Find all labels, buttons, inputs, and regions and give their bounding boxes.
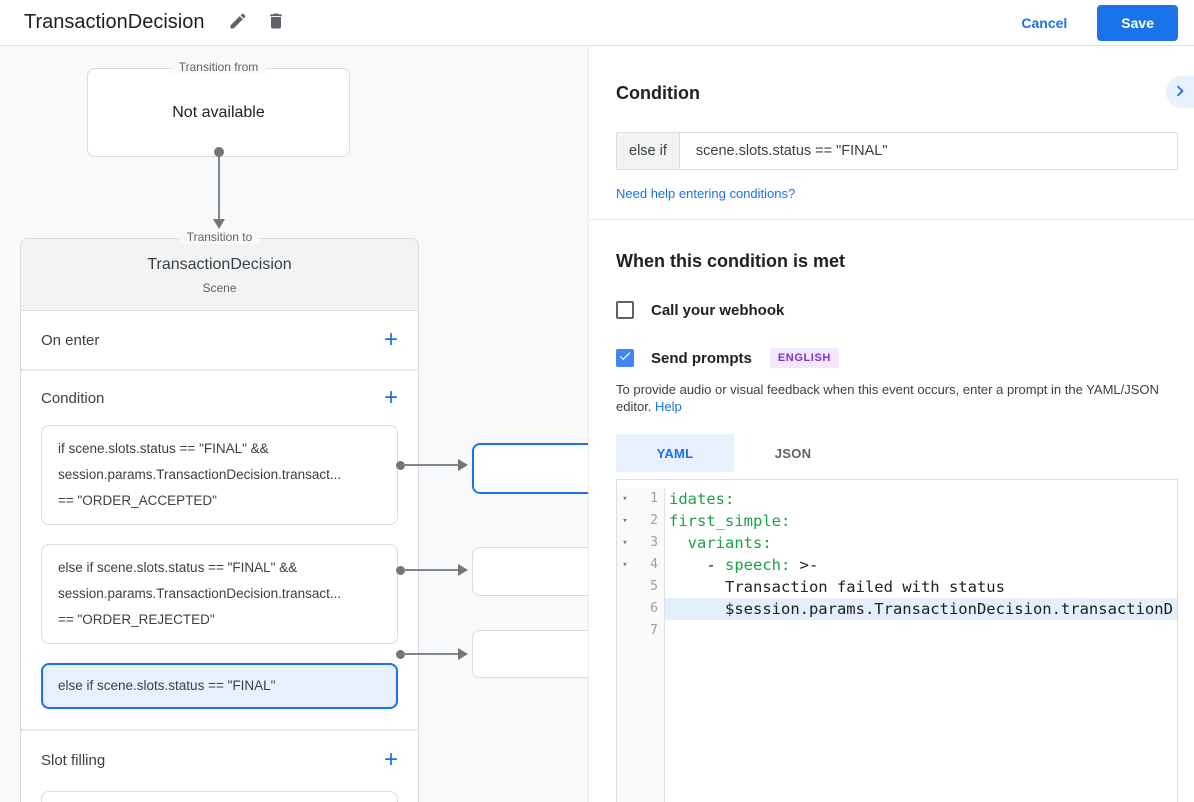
- condition-card-rejected[interactable]: else if scene.slots.status == "FINAL" &&…: [41, 544, 398, 644]
- webhook-checkbox[interactable]: [616, 301, 634, 319]
- scene-type-label: Scene: [202, 281, 237, 295]
- connector-dot: [396, 566, 405, 575]
- condition-prefix: else if: [617, 133, 680, 169]
- code-line: 7: [617, 620, 1177, 642]
- fold-toggle-icon[interactable]: ▾: [617, 532, 633, 554]
- transition-from-value: Not available: [172, 103, 265, 121]
- panel-title: Condition: [616, 83, 700, 103]
- connector-dot: [396, 461, 405, 470]
- transition-from-box[interactable]: Transition from Not available: [87, 60, 350, 157]
- connector-line: [403, 464, 459, 466]
- chevron-right-icon: [1169, 80, 1191, 105]
- fold-toggle-icon[interactable]: ▾: [617, 554, 633, 576]
- tab-yaml[interactable]: YAML: [616, 434, 734, 472]
- condition-card-final-selected[interactable]: else if scene.slots.status == "FINAL": [41, 663, 398, 709]
- send-prompts-checkbox[interactable]: [616, 349, 634, 367]
- collapse-panel-button[interactable]: [1166, 76, 1194, 108]
- slot-filling-section: Slot filling +: [21, 731, 418, 789]
- condition-section: Condition +: [21, 371, 418, 425]
- on-enter-section: On enter +: [21, 311, 418, 369]
- arrow-right-icon: [458, 564, 468, 576]
- code-line: 5 Transaction failed with status: [617, 576, 1177, 598]
- trash-icon: [266, 11, 286, 34]
- webhook-label: Call your webhook: [651, 301, 785, 319]
- connector-dot: [214, 147, 224, 157]
- help-link[interactable]: Help: [655, 399, 682, 414]
- check-icon: [618, 349, 632, 368]
- tab-json[interactable]: JSON: [774, 445, 812, 461]
- slot-validation-card[interactable]: Slot validation: [41, 791, 398, 802]
- connector-dot: [396, 650, 405, 659]
- scene-card: Transition to TransactionDecision Scene …: [20, 230, 419, 802]
- delete-scene-button[interactable]: [262, 9, 290, 37]
- yaml-code-editor[interactable]: ▾ 1 idates: ▾ 2 first_simple: ▾ 3 varian…: [616, 479, 1178, 802]
- linked-prompt-box[interactable]: [472, 630, 588, 678]
- code-line: ▾ 2 first_simple:: [617, 510, 1177, 532]
- line-number: 1: [633, 488, 665, 510]
- page-title: TransactionDecision: [24, 11, 205, 33]
- divider: [589, 219, 1194, 220]
- add-on-enter-button[interactable]: +: [383, 326, 398, 353]
- arrow-right-icon: [458, 648, 468, 660]
- line-number: 2: [633, 510, 665, 532]
- pencil-icon: [228, 11, 248, 34]
- condition-label: Condition: [41, 389, 105, 407]
- editor-tab-bar: YAML JSON: [616, 434, 1178, 472]
- condition-card-accepted[interactable]: if scene.slots.status == "FINAL" && sess…: [41, 425, 398, 525]
- prompt-description: To provide audio or visual feedback when…: [616, 381, 1178, 415]
- edit-scene-button[interactable]: [224, 9, 252, 37]
- condition-list: if scene.slots.status == "FINAL" && sess…: [21, 425, 418, 709]
- add-condition-button[interactable]: +: [383, 384, 398, 411]
- line-number: 4: [633, 554, 665, 576]
- condition-expression-input[interactable]: scene.slots.status == "FINAL": [695, 143, 888, 159]
- on-enter-label: On enter: [41, 331, 100, 349]
- header-actions: Cancel Save: [1021, 0, 1178, 46]
- arrow-down-icon: [213, 219, 225, 229]
- code-line: ▾ 4 - speech: >-: [617, 554, 1177, 576]
- line-number: 6: [633, 598, 665, 620]
- code-line: ▾ 1 idates:: [617, 488, 1177, 510]
- language-badge: ENGLISH: [769, 348, 839, 368]
- cancel-button[interactable]: Cancel: [1021, 15, 1068, 31]
- fold-toggle-icon[interactable]: ▾: [617, 510, 633, 532]
- connector-line: [218, 156, 220, 220]
- scene-flow-canvas: Transition from Not available Transition…: [0, 46, 588, 802]
- scene-card-header: TransactionDecision Scene: [21, 239, 418, 311]
- send-prompts-row: Send prompts ENGLISH: [616, 348, 1178, 368]
- connector-line: [403, 569, 459, 571]
- divider: [21, 729, 418, 731]
- arrow-right-icon: [458, 459, 468, 471]
- condition-editor-panel: Condition else if scene.slots.status == …: [588, 46, 1194, 802]
- save-button[interactable]: Save: [1097, 5, 1178, 41]
- top-header: TransactionDecision Cancel Save: [0, 0, 1194, 46]
- line-number: 3: [633, 532, 665, 554]
- code-line: ▾ 3 variants:: [617, 532, 1177, 554]
- transition-to-legend: Transition to: [178, 230, 261, 244]
- slot-filling-label: Slot filling: [41, 751, 106, 769]
- line-number: 5: [633, 576, 665, 598]
- prompt-description-text: To provide audio or visual feedback when…: [616, 382, 1159, 414]
- fold-toggle-icon[interactable]: ▾: [617, 488, 633, 510]
- when-met-heading: When this condition is met: [616, 251, 845, 271]
- code-line-active: 6 $session.params.TransactionDecision.tr…: [617, 598, 1177, 620]
- connector-line: [403, 653, 459, 655]
- editor-gutter: [617, 642, 1177, 802]
- transition-from-legend: Transition from: [170, 60, 267, 74]
- add-slot-button[interactable]: +: [383, 746, 398, 773]
- divider: [21, 369, 418, 371]
- conditions-help-link[interactable]: Need help entering conditions?: [616, 186, 796, 201]
- webhook-row: Call your webhook: [616, 301, 1178, 319]
- linked-prompt-box-selected[interactable]: [472, 443, 588, 494]
- scene-name: TransactionDecision: [147, 256, 292, 273]
- condition-expression-field: else if scene.slots.status == "FINAL": [616, 132, 1178, 170]
- linked-prompt-box[interactable]: [472, 547, 588, 596]
- line-number: 7: [633, 620, 665, 642]
- send-prompts-label: Send prompts: [651, 349, 752, 367]
